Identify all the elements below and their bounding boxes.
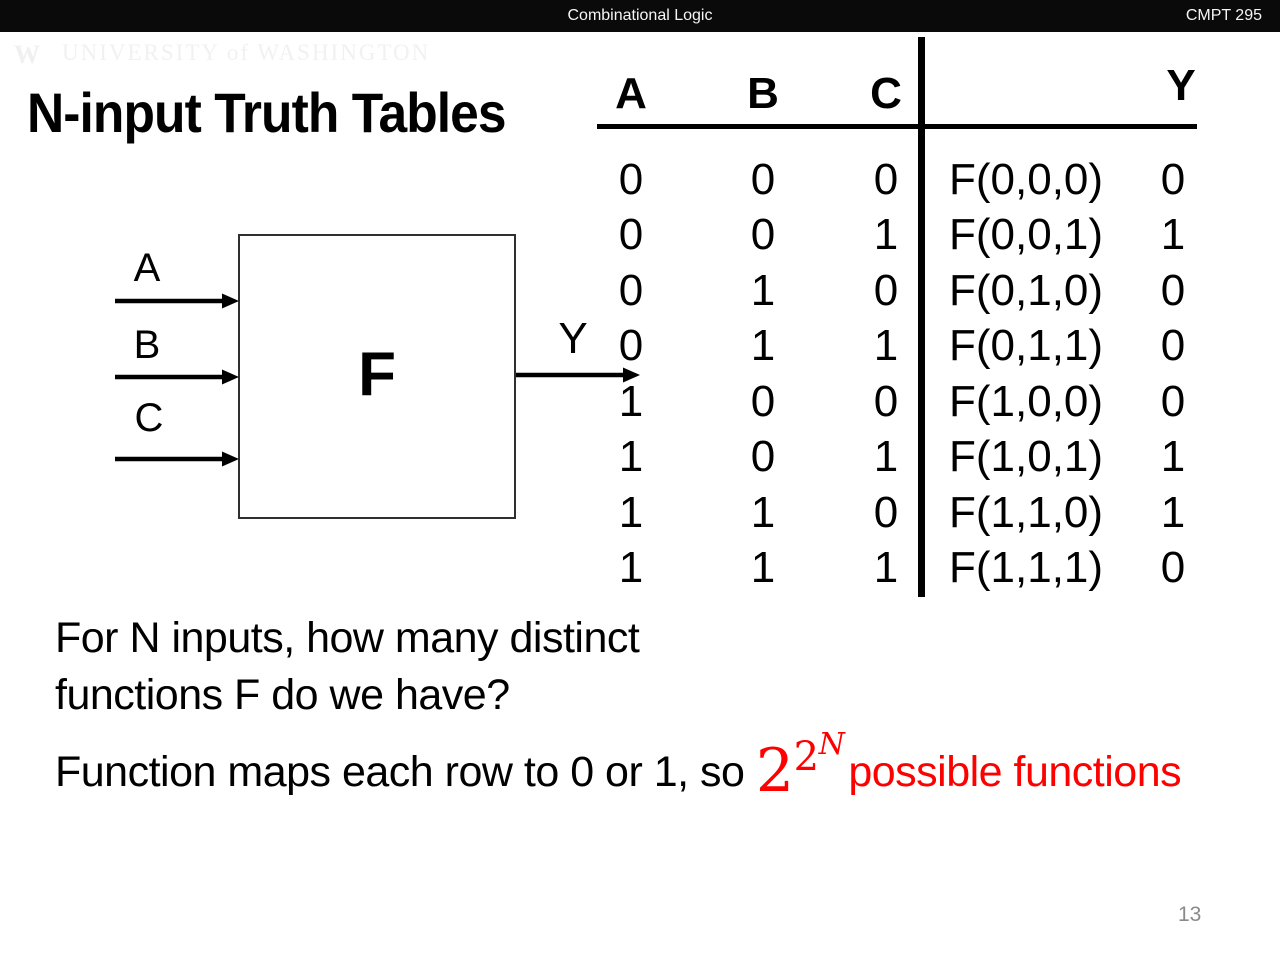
cell-c: 1: [873, 321, 899, 370]
cell-y: 1: [1160, 488, 1186, 537]
cell-a: 0: [618, 210, 644, 259]
lecture-title: Combinational Logic: [567, 7, 713, 24]
course-code: CMPT 295: [1185, 7, 1262, 24]
statement-prefix: Function maps each row to 0 or 1, so: [55, 748, 756, 796]
cell-a: 0: [618, 155, 644, 204]
function-block-box: [238, 234, 516, 519]
table-vertical-rule: [918, 37, 925, 597]
cell-y: 0: [1160, 377, 1186, 426]
function-block-label: F: [358, 340, 396, 409]
cell-function: F(1,0,0): [949, 377, 1104, 426]
cell-function: F(1,1,1): [949, 543, 1104, 592]
table-header-rule: [597, 124, 1197, 129]
cell-function: F(0,0,1): [949, 210, 1104, 259]
cell-function: F(0,1,0): [949, 266, 1104, 315]
header-bar: Combinational Logic CMPT 295: [0, 0, 1280, 32]
cell-function: F(1,0,1): [949, 432, 1104, 481]
university-watermark: UNIVERSITY of WASHINGTON: [62, 40, 431, 65]
question-line-1: For N inputs, how many distinct: [55, 614, 640, 662]
table-header-y: Y: [1166, 61, 1196, 110]
cell-b: 1: [750, 543, 776, 592]
cell-b: 0: [750, 377, 776, 426]
cell-function: F(1,1,0): [949, 488, 1104, 537]
cell-a: 1: [618, 377, 644, 426]
cell-b: 1: [750, 321, 776, 370]
table-row: 0 0 0 F(0,0,0) 0: [0, 158, 1280, 213]
cell-c: 1: [873, 210, 899, 259]
table-row: 0 1 0 F(0,1,0) 0: [0, 269, 1280, 324]
question-text: For N inputs, how many distinct function…: [55, 610, 640, 724]
cell-function: F(0,0,0): [949, 155, 1104, 204]
table-header-c: C: [870, 69, 902, 118]
input-arrowhead-a: [222, 293, 239, 309]
diagram-input-label-a: A: [133, 246, 161, 290]
table-row: 0 1 1 F(0,1,1) 0: [0, 324, 1280, 379]
cell-y: 1: [1160, 210, 1186, 259]
cell-a: 1: [618, 488, 644, 537]
cell-b: 0: [750, 210, 776, 259]
question-line-2: functions F do we have?: [55, 671, 510, 719]
diagram-input-label-c: C: [134, 396, 164, 440]
diagram-output-label-y: Y: [558, 314, 588, 363]
table-row: 1 1 0 F(1,1,0) 1: [0, 491, 1280, 546]
table-header-a: A: [615, 69, 647, 118]
cell-c: 0: [873, 488, 899, 537]
cell-c: 0: [873, 377, 899, 426]
cell-b: 1: [750, 266, 776, 315]
statement-text: Function maps each row to 0 or 1, so 22N…: [55, 727, 1182, 806]
table-row: 1 0 0 F(1,0,0) 0: [0, 380, 1280, 435]
cell-y: 0: [1160, 266, 1186, 315]
cell-c: 1: [873, 543, 899, 592]
output-arrowhead-y: [623, 367, 640, 383]
cell-a: 1: [618, 543, 644, 592]
page-title: N-input Truth Tables: [27, 81, 507, 144]
university-logo-watermark: W: [14, 40, 40, 69]
statement-suffix: possible functions: [848, 748, 1182, 796]
cell-y: 0: [1160, 155, 1186, 204]
cell-c: 1: [873, 432, 899, 481]
cell-a: 0: [618, 321, 644, 370]
input-arrowhead-c: [222, 451, 239, 467]
input-arrowhead-b: [222, 369, 239, 385]
cell-y: 0: [1160, 321, 1186, 370]
cell-b: 0: [750, 432, 776, 481]
table-row: 1 0 1 F(1,0,1) 1: [0, 435, 1280, 490]
cell-c: 0: [873, 266, 899, 315]
cell-c: 0: [873, 155, 899, 204]
table-row: 1 1 1 F(1,1,1) 0: [0, 546, 1280, 601]
cell-function: F(0,1,1): [949, 321, 1104, 370]
cell-b: 1: [750, 488, 776, 537]
table-row: 0 0 1 F(0,0,1) 1: [0, 213, 1280, 268]
page-number: 13: [1178, 903, 1202, 926]
cell-y: 0: [1160, 543, 1186, 592]
cell-y: 1: [1160, 432, 1186, 481]
cell-b: 0: [750, 155, 776, 204]
diagram-input-label-b: B: [133, 323, 161, 367]
cell-a: 0: [618, 266, 644, 315]
cell-a: 1: [618, 432, 644, 481]
table-header-b: B: [747, 69, 779, 118]
